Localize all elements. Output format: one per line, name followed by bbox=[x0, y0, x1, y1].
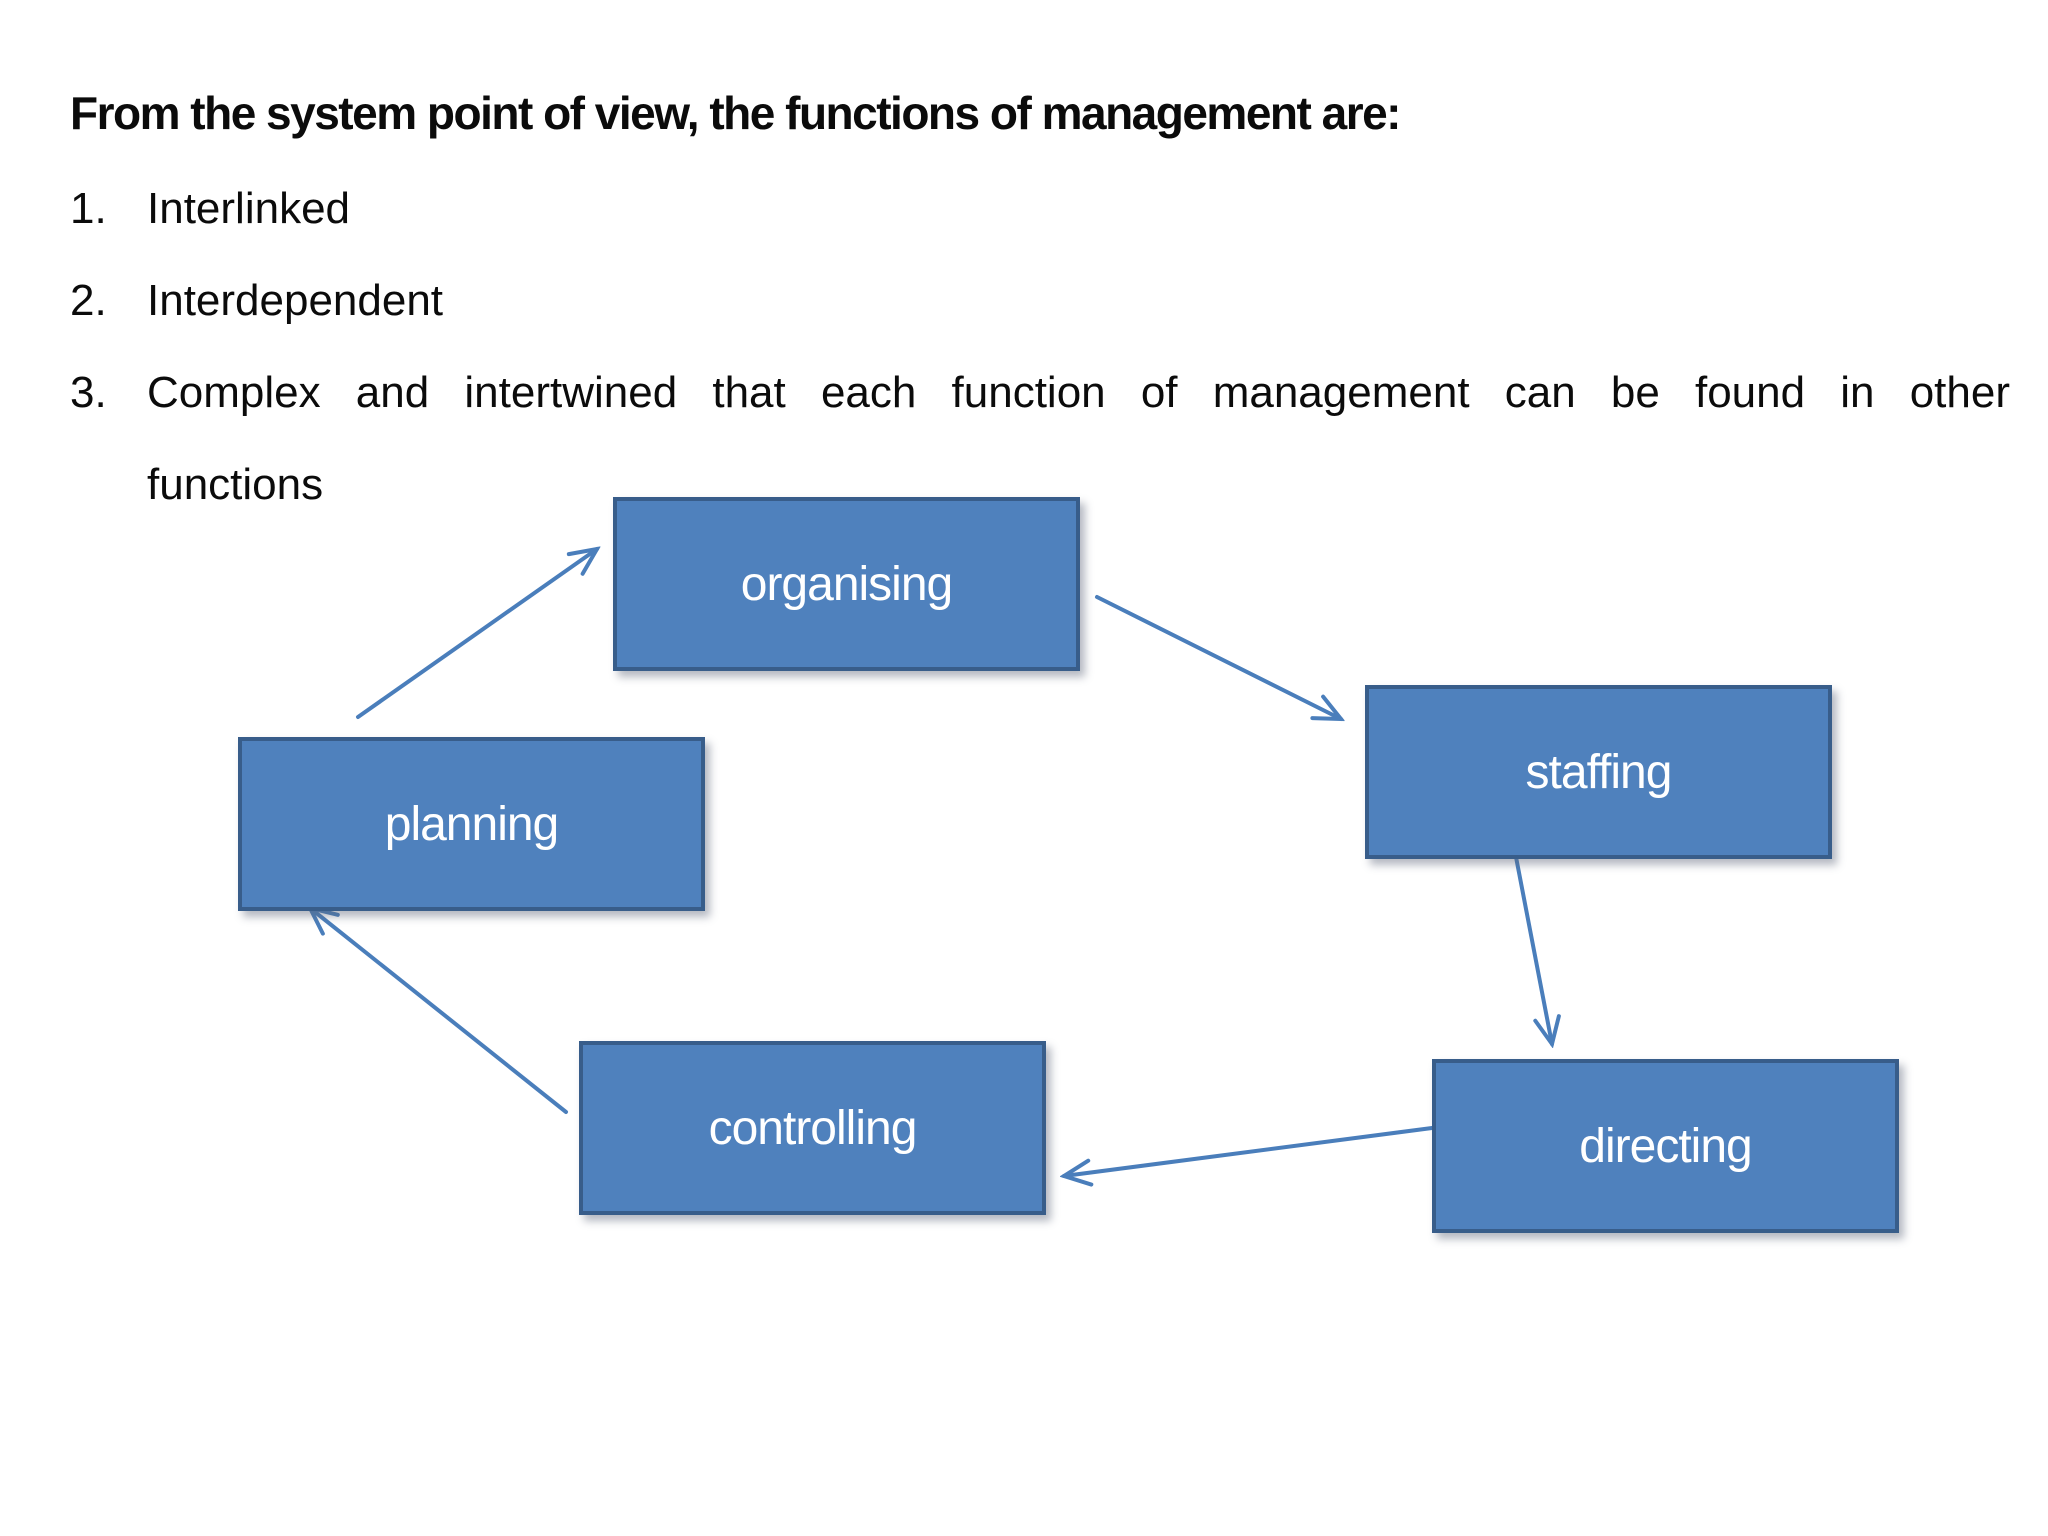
list-item-3-text-continued: functions bbox=[147, 460, 324, 509]
list-item-1-text: Interlinked bbox=[147, 184, 351, 233]
node-planning: planning bbox=[238, 737, 705, 911]
list-item-3-number: 3. bbox=[70, 368, 107, 417]
list-item-1: 1. Interlinked bbox=[70, 184, 350, 235]
node-planning-label: planning bbox=[384, 797, 559, 851]
list-item-2-text: Interdependent bbox=[147, 276, 444, 325]
node-controlling-label: controlling bbox=[708, 1101, 918, 1155]
arrow-directing-to-controlling-icon bbox=[1064, 1126, 1434, 1176]
node-staffing: staffing bbox=[1365, 685, 1832, 859]
list-item-1-number: 1. bbox=[70, 184, 107, 233]
arrow-staffing-to-directing-icon bbox=[1514, 855, 1552, 1044]
node-organising-label: organising bbox=[740, 557, 953, 611]
slide-heading: From the system point of view, the funct… bbox=[70, 87, 1402, 139]
list-item-2-number: 2. bbox=[70, 276, 107, 325]
arrow-organising-to-staffing-icon bbox=[1095, 595, 1341, 719]
list-item-2: 2. Interdependent bbox=[70, 276, 443, 327]
node-directing-label: directing bbox=[1579, 1119, 1752, 1173]
arrow-controlling-to-planning-icon bbox=[310, 908, 568, 1114]
node-organising: organising bbox=[613, 497, 1080, 671]
node-staffing-label: staffing bbox=[1525, 745, 1673, 799]
arrow-planning-to-organising-icon bbox=[356, 549, 597, 719]
node-directing: directing bbox=[1432, 1059, 1899, 1233]
list-item-3-text: Complex and intertwined that each functi… bbox=[147, 368, 2010, 417]
node-controlling: controlling bbox=[579, 1041, 1046, 1215]
